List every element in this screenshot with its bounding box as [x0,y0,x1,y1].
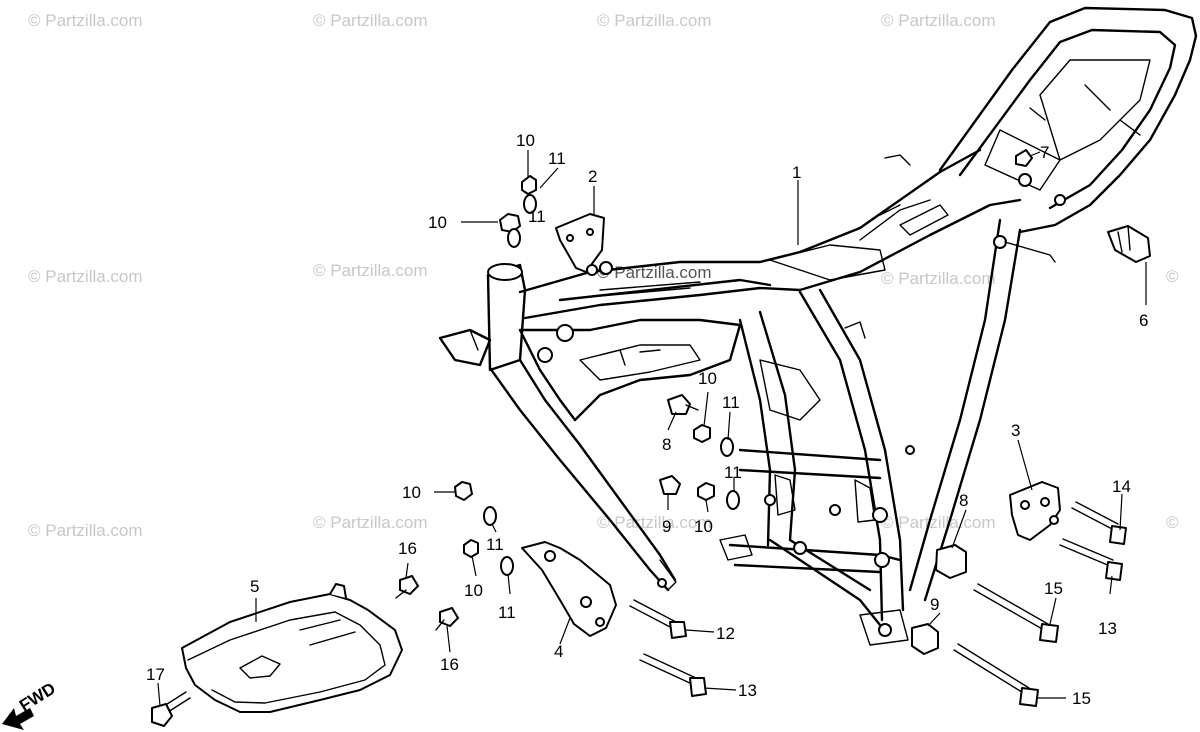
bolt-part-13[interactable] [639,538,1123,697]
callout-15[interactable]: 15 [1044,579,1063,598]
callout-11[interactable]: 11 [722,393,740,412]
watermark: © [1166,513,1179,532]
watermark: © Partzilla.com [313,11,428,30]
bracket-part-3[interactable] [1009,481,1061,541]
callout-10[interactable]: 10 [694,517,713,536]
bolt-part-9[interactable] [659,475,939,655]
watermark: © Partzilla.com [28,521,143,540]
callout-2[interactable]: 2 [588,167,597,186]
callout-10[interactable]: 10 [464,581,483,600]
callout-3[interactable]: 3 [1011,421,1020,440]
callout-1[interactable]: 1 [792,163,801,182]
callout-10[interactable]: 10 [402,483,421,502]
callout-10[interactable]: 10 [698,369,717,388]
callout-5[interactable]: 5 [250,577,259,596]
callout-7[interactable]: 7 [1040,143,1049,162]
callout-15[interactable]: 15 [1072,689,1091,708]
screw-part-17[interactable] [151,691,191,727]
callout-8[interactable]: 8 [959,491,968,510]
callout-11[interactable]: 11 [548,149,566,168]
callout-4[interactable]: 4 [554,642,563,661]
bolt-part-12[interactable] [629,599,687,639]
callout-9[interactable]: 9 [930,595,939,614]
callout-8[interactable]: 8 [662,435,671,454]
washer-part-11[interactable] [483,194,740,576]
callout-11[interactable]: 11 [724,463,742,482]
frame-body[interactable] [438,6,1198,646]
callout-11[interactable]: 11 [498,603,516,622]
callout-13[interactable]: 13 [1098,619,1117,638]
callout-labels: 1 2 10 11 10 11 7 6 3 8 14 13 15 9 15 12… [146,131,1148,708]
callout-13[interactable]: 13 [738,681,757,700]
forward-direction-arrow: FWD [2,679,59,730]
watermark-layer: © Partzilla.com © Partzilla.com © Partzi… [28,11,1179,540]
watermark: © Partzilla.com [313,513,428,532]
bolt-part-7[interactable] [1015,149,1033,167]
watermark: © Partzilla.com [313,261,428,280]
bolt-part-14[interactable] [1071,501,1127,545]
bracket-part-4[interactable] [521,541,617,637]
watermark: © Partzilla.com [881,11,996,30]
watermark: © Partzilla.com [28,267,143,286]
callout-12[interactable]: 12 [716,624,735,643]
watermark: © Partzilla.com [28,11,143,30]
callout-10[interactable]: 10 [428,213,447,232]
watermark: © Partzilla.com [597,11,712,30]
callout-11[interactable]: 11 [486,535,504,554]
watermark: © Partzilla.com [881,269,996,288]
callout-16[interactable]: 16 [440,655,459,674]
bolt-part-8[interactable] [667,394,967,579]
leader-lines [157,150,1147,707]
watermark: © Partzilla.com [881,513,996,532]
watermark: © Partzilla.com [597,513,712,532]
nut-part-10[interactable] [454,175,715,558]
screw-part-16[interactable] [395,575,459,631]
callout-16[interactable]: 16 [398,539,417,558]
skid-plate-part-5[interactable] [181,583,403,713]
callout-10[interactable]: 10 [516,131,535,150]
callout-9[interactable]: 9 [662,517,671,536]
watermark: © [1166,267,1179,286]
callout-11[interactable]: 11 [528,207,546,226]
bracket-part-2[interactable] [555,213,613,276]
fwd-label: FWD [16,679,59,716]
callout-14[interactable]: 14 [1112,477,1131,496]
callout-6[interactable]: 6 [1139,311,1148,330]
callout-17[interactable]: 17 [146,665,165,684]
bolt-part-15[interactable] [953,583,1059,707]
cap-part-6[interactable] [1107,225,1151,263]
